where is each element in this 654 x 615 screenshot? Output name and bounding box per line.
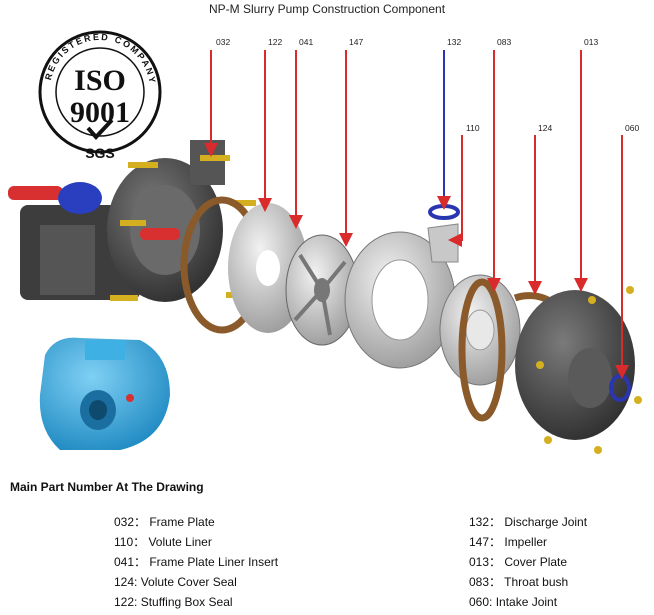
part-frame-plate-liner-insert: 041： Frame Plate Liner Insert	[114, 555, 279, 569]
part-stuffing-box-seal: 122: Stuffing Box Seal	[114, 595, 233, 609]
part-frame-plate: 032： Frame Plate	[114, 515, 215, 529]
discharge-joint-ring	[428, 204, 460, 220]
exploded-pump-drawing: REGISTERED COMPANY ISO 9001 SGS	[8, 30, 642, 454]
callout-label-032: 032	[216, 37, 230, 47]
callout-label-147: 147	[349, 37, 363, 47]
callout-label-013: 013	[584, 37, 598, 47]
parts-list-left: 032： Frame Plate 110： Volute Liner 041： …	[114, 512, 278, 612]
part-intake-joint: 060: Intake Joint	[469, 595, 558, 609]
frame-plate-assembly	[8, 140, 256, 302]
assembled-pump-blue	[39, 337, 171, 450]
callout-label-110: 110	[466, 123, 480, 133]
page-title: NP-M Slurry Pump Construction Component	[208, 2, 446, 16]
callout-label-124: 124	[538, 123, 552, 133]
parts-list-right: 132： Discharge Joint 147： Impeller 013： …	[469, 512, 587, 612]
volute-cover-seal	[458, 278, 506, 422]
impeller	[285, 234, 359, 346]
callout-label-122: 122	[268, 37, 282, 47]
volute-liner	[344, 223, 459, 369]
part-discharge-joint: 132： Discharge Joint	[469, 515, 588, 529]
callout-label-132: 132	[447, 37, 461, 47]
part-throat-bush: 083： Throat bush	[469, 575, 569, 589]
part-volute-cover-seal: 124: Volute Cover Seal	[114, 575, 237, 589]
logo-9001-text: 9001	[70, 96, 130, 129]
part-impeller: 147： Impeller	[469, 535, 548, 549]
logo-iso-text: ISO	[74, 64, 126, 97]
callout-label-041: 041	[299, 37, 313, 47]
cover-plate	[515, 286, 642, 454]
part-volute-liner: 110： Volute Liner	[114, 535, 212, 549]
throat-bush	[439, 274, 521, 386]
section-heading: Main Part Number At The Drawing	[10, 480, 204, 494]
part-cover-plate: 013： Cover Plate	[469, 555, 568, 569]
iso-9001-logo: REGISTERED COMPANY ISO 9001 SGS	[38, 30, 162, 161]
callout-line-110	[448, 135, 463, 247]
logo-check-icon	[86, 118, 114, 140]
callout-label-060: 060	[625, 123, 639, 133]
callout-label-083: 083	[497, 37, 511, 47]
logo-sgs-text: SGS	[85, 145, 115, 161]
